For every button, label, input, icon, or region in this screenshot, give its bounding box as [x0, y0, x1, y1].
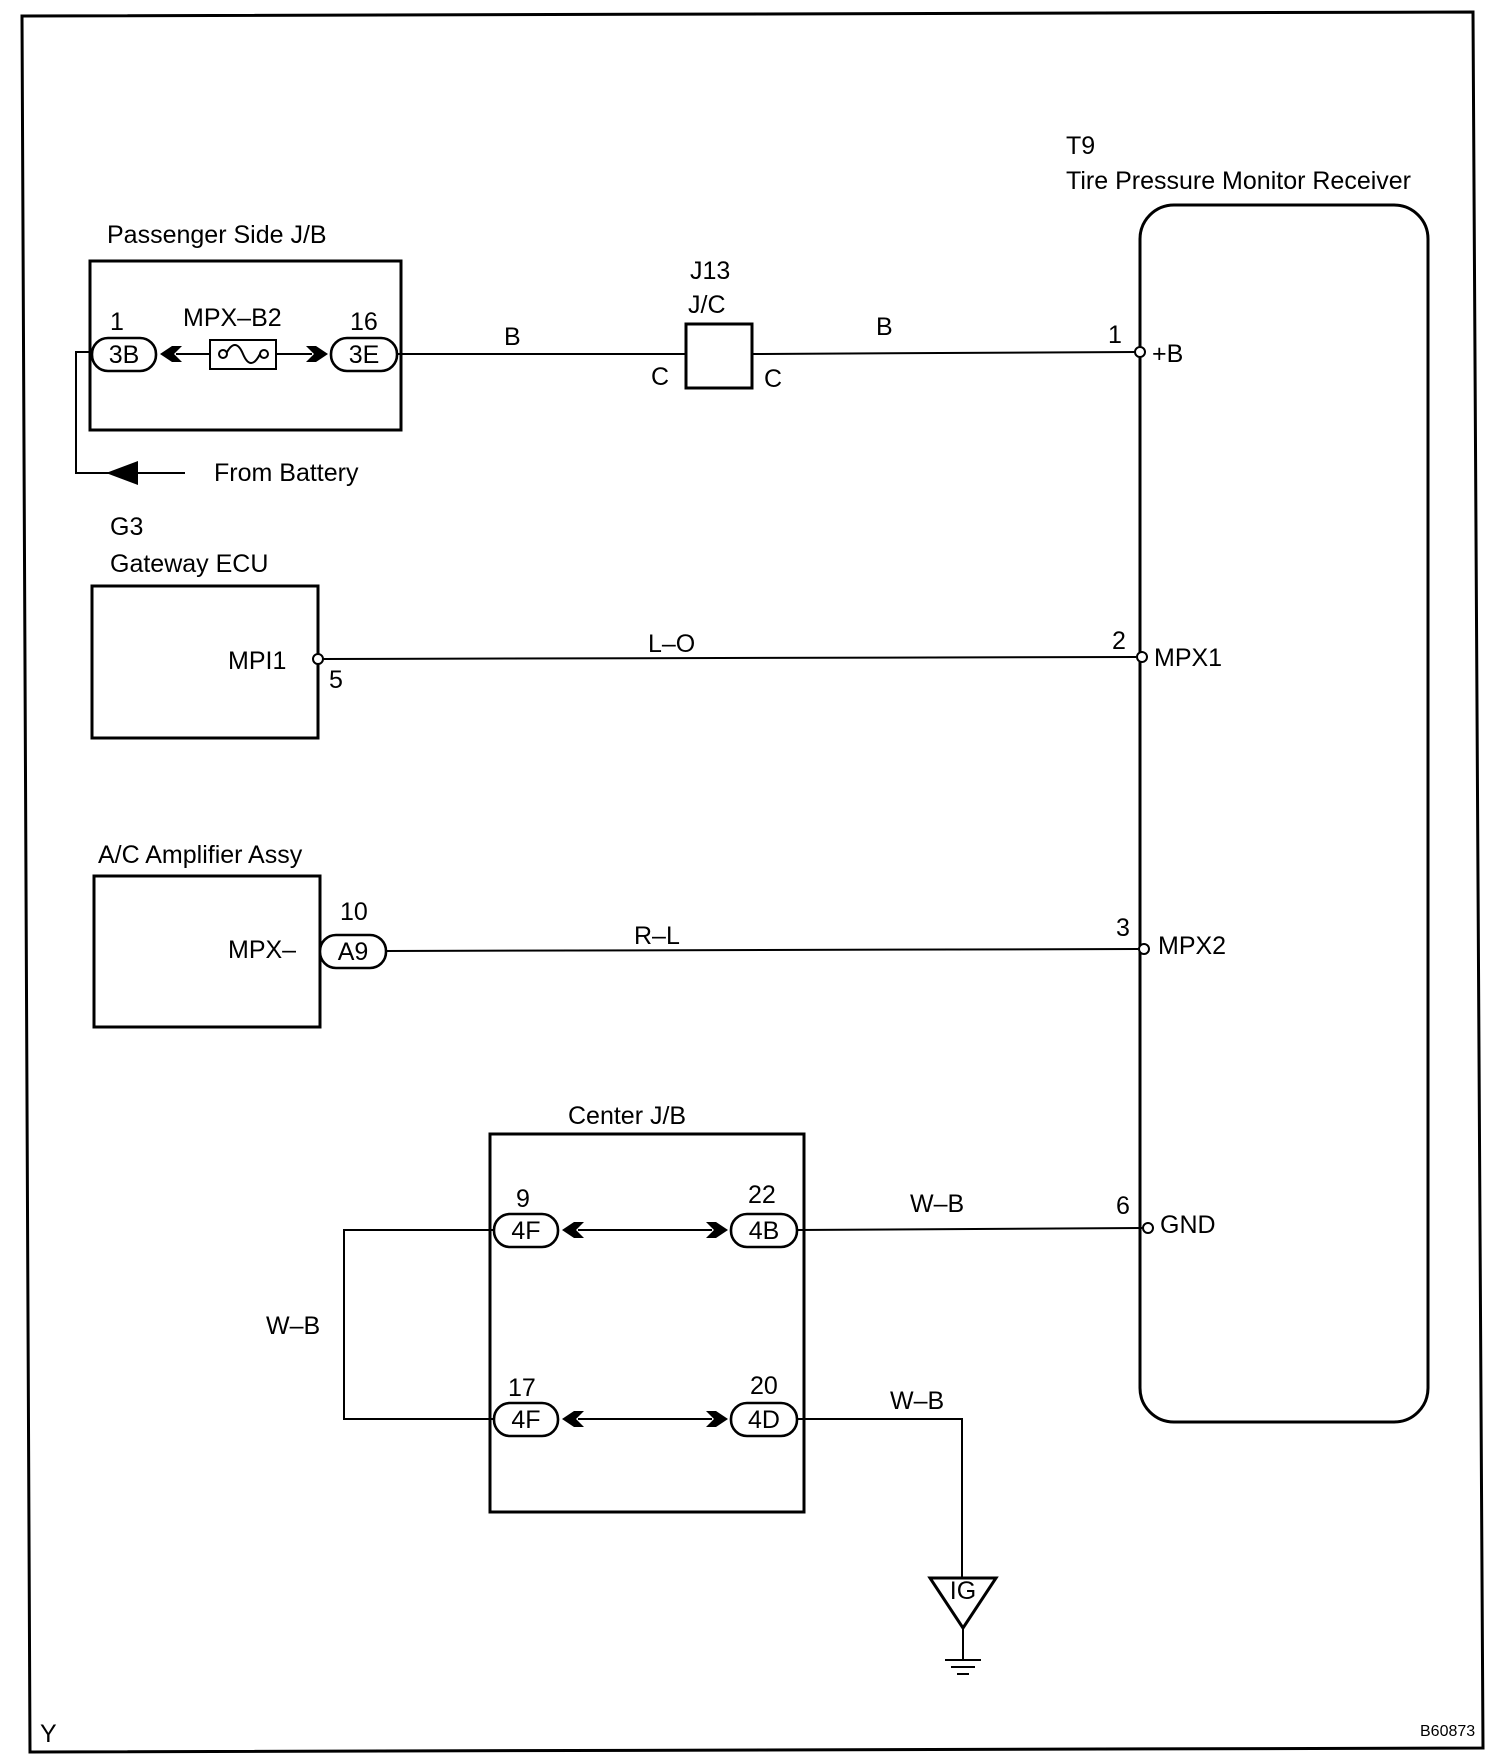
receiver-pin-2-label: MPX1	[1154, 644, 1222, 672]
receiver-pin-1	[1134, 346, 1146, 358]
receiver-pin-2-number: 2	[1112, 627, 1126, 655]
wire-loop	[343, 1229, 494, 1420]
fuse-label: MPX–B2	[183, 304, 282, 332]
connector-4f-top-label: 4F	[511, 1217, 540, 1245]
receiver-pin-2	[1136, 651, 1148, 663]
center-jb-pin-22: 22	[748, 1181, 776, 1209]
connector-3e-label: 3E	[349, 341, 380, 369]
center-jb-pin-20: 20	[750, 1372, 778, 1400]
wire-gnd-color: W–B	[910, 1190, 964, 1218]
receiver-pin-3	[1138, 943, 1150, 955]
ac-amp-name: A/C Amplifier Assy	[98, 841, 303, 869]
passenger-jb-box	[88, 259, 403, 432]
receiver-name: Tire Pressure Monitor Receiver	[1066, 167, 1411, 195]
center-jb-box	[488, 1132, 806, 1514]
wire-ground	[797, 1418, 963, 1578]
chevron-left-icon	[562, 1411, 584, 1427]
receiver-pin-1-number: 1	[1108, 321, 1122, 349]
chevron-right-icon	[306, 346, 328, 362]
gateway-name: Gateway ECU	[110, 550, 268, 578]
gateway-pin-5	[312, 653, 324, 665]
fuse-terminal-left	[218, 349, 228, 359]
junction-box	[684, 322, 754, 390]
wire-gateway-color: L–O	[648, 630, 695, 658]
gateway-pin-number: 5	[329, 666, 343, 694]
wire-jb-to-jc-color: B	[504, 323, 521, 351]
connector-a9	[318, 933, 388, 970]
receiver-pin-6-number: 6	[1116, 1192, 1130, 1220]
gateway-terminal-label: MPI1	[228, 647, 286, 675]
junction-code: J13	[690, 257, 730, 285]
chevron-left-icon	[160, 346, 182, 362]
chevron-left-icon	[562, 1222, 584, 1238]
connector-3b	[90, 336, 158, 373]
ground-point-label: IG	[950, 1577, 976, 1605]
center-jb-pin-9: 9	[516, 1185, 530, 1213]
ac-amp-terminal-label: MPX–	[228, 936, 296, 964]
connector-a9-label: A9	[338, 938, 369, 966]
junction-left-term: C	[651, 363, 669, 391]
ground-triangle	[927, 1576, 999, 1631]
wire-loop-color: W–B	[266, 1312, 320, 1340]
wire-ac	[385, 948, 1139, 952]
connector-3b-label: 3B	[109, 341, 140, 369]
figure-code: B60873	[1420, 1723, 1475, 1740]
gateway-code: G3	[110, 513, 143, 541]
receiver-pin-6-label: GND	[1160, 1211, 1216, 1239]
receiver-pin-1-label: +B	[1152, 340, 1183, 368]
chevron-right-icon	[706, 1411, 728, 1427]
frame-border	[20, 10, 1485, 1754]
junction-type: J/C	[688, 291, 726, 319]
wire-gnd	[796, 1227, 1143, 1231]
connector-4b-label: 4B	[749, 1217, 780, 1245]
passenger-jb-left-pin: 1	[110, 308, 124, 336]
center-jb-pin-17: 17	[508, 1374, 536, 1402]
connector-4d-label: 4D	[748, 1406, 780, 1434]
fuse-terminal-right	[259, 349, 269, 359]
receiver-pin-3-number: 3	[1116, 914, 1130, 942]
junction-right-term: C	[764, 365, 782, 393]
arrow-left-icon	[106, 461, 138, 485]
receiver-box	[1138, 203, 1430, 1424]
from-battery-label: From Battery	[214, 459, 359, 487]
ground-icon	[945, 1659, 981, 1675]
wire-ac-color: R–L	[634, 922, 680, 950]
wire-gateway	[322, 656, 1137, 660]
corner-label: Y	[40, 1720, 57, 1748]
wire-jc-to-receiver-color: B	[876, 313, 893, 341]
connector-4f-bottom-label: 4F	[511, 1406, 540, 1434]
connector-4b	[729, 1212, 799, 1249]
wire-jc-to-receiver	[751, 351, 1137, 355]
passenger-jb-right-pin: 16	[350, 308, 378, 336]
receiver-pin-6	[1142, 1222, 1154, 1234]
receiver-code: T9	[1066, 132, 1095, 160]
wire-ground-color: W–B	[890, 1387, 944, 1415]
passenger-jb-title: Passenger Side J/B	[107, 221, 327, 249]
chevron-right-icon	[706, 1222, 728, 1238]
ac-amp-pin-number: 10	[340, 898, 368, 926]
center-jb-title: Center J/B	[568, 1102, 686, 1130]
receiver-pin-3-label: MPX2	[1158, 932, 1226, 960]
